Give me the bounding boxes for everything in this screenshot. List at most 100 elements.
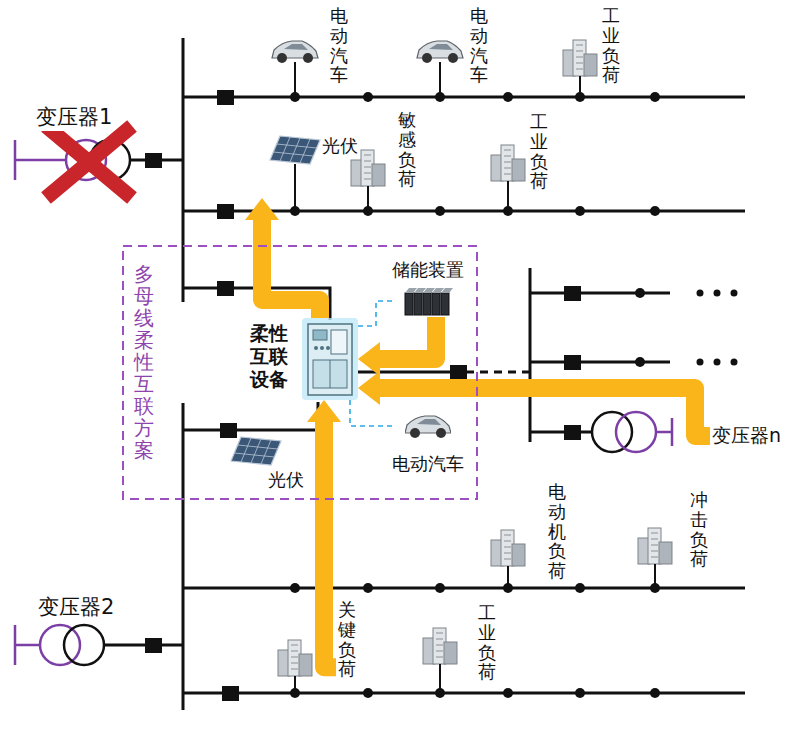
region-node: 多母线柔性互联方案 柔性互联设备 储能装置电动汽车光伏 — [122, 245, 478, 500]
bus-line — [104, 644, 183, 647]
bus-line — [183, 96, 745, 99]
device-label: 光伏 — [268, 468, 304, 492]
bus-line — [530, 292, 670, 295]
breaker — [217, 90, 234, 105]
node-dot — [435, 583, 445, 593]
pv-panel-icon — [270, 136, 320, 164]
device-label: 储能装置 — [392, 258, 464, 282]
building-icon — [491, 145, 525, 181]
storage-node: 储能装置 — [392, 258, 464, 317]
connector-line — [380, 388, 710, 436]
transformer-winding — [64, 625, 104, 665]
region-title: 多母线柔性互联方案 — [134, 263, 154, 461]
text-node: 变压器n — [712, 423, 781, 449]
bus-line — [654, 564, 656, 588]
node-dot — [363, 583, 373, 593]
transformer-label: 变压器1 — [36, 103, 112, 131]
car-icon — [405, 412, 451, 438]
breaker — [222, 686, 239, 701]
node-dot — [731, 290, 738, 297]
pv-panel-icon — [230, 436, 282, 466]
power-flow-arrow — [307, 400, 341, 667]
node-dot — [635, 357, 645, 367]
arrow-head — [307, 400, 341, 422]
bus-line — [182, 38, 185, 302]
bus-line — [367, 186, 369, 211]
device-node: 柔性互联设备 — [250, 318, 358, 400]
bus-line — [507, 566, 509, 588]
arrow-head — [358, 342, 380, 376]
pv-node: 光伏 — [230, 436, 304, 492]
fault-cross — [46, 126, 132, 198]
node-dot — [363, 92, 373, 102]
control-link — [358, 301, 392, 326]
vtext-node: 关键负荷 — [338, 600, 356, 679]
control-link — [350, 400, 392, 426]
node-dot — [731, 359, 738, 366]
arrow-head — [245, 198, 279, 220]
transformer-label: 光伏 — [322, 134, 358, 158]
node-dot — [714, 359, 721, 366]
node-dot — [575, 583, 585, 593]
connector-line — [358, 301, 392, 326]
arrow-head — [358, 371, 380, 405]
breaker — [564, 355, 581, 370]
bus-line — [183, 692, 745, 695]
bus-line — [294, 676, 296, 693]
car-icon — [417, 41, 463, 63]
converter-cabinet — [302, 318, 358, 400]
building-icon — [423, 628, 457, 664]
ev-node: 电动汽车 — [392, 412, 464, 476]
load-label: 关键负荷 — [338, 600, 356, 679]
pv-panel-icon — [231, 437, 281, 465]
building-icon — [638, 528, 672, 564]
bus-line — [183, 402, 318, 430]
bus-line — [579, 76, 581, 97]
load-label: 工业负荷 — [602, 6, 620, 85]
power-flow-arrow — [245, 198, 320, 318]
car-icon — [272, 41, 318, 63]
building-icon — [491, 530, 525, 566]
bus-line — [358, 371, 450, 374]
breaker — [145, 153, 162, 168]
load-label: 工业负荷 — [478, 603, 496, 682]
breaker — [220, 423, 237, 438]
fault-cross — [46, 126, 132, 198]
bus-line — [294, 62, 296, 97]
node-dot — [363, 688, 373, 698]
connector-line — [324, 422, 336, 667]
power-flow-arrow — [358, 371, 710, 436]
bus-line — [466, 371, 530, 374]
transformer-label: 变压器n — [712, 423, 781, 449]
load-label: 敏感负荷 — [398, 110, 416, 189]
transformer-winding — [592, 412, 632, 452]
breaker — [564, 286, 581, 301]
building-icon — [278, 640, 312, 676]
breaker — [450, 365, 467, 380]
connector-line — [350, 400, 392, 426]
node-dot — [697, 290, 704, 297]
node-dot — [575, 206, 585, 216]
transformer-winding — [40, 625, 80, 665]
load-label: 冲击负荷 — [690, 490, 708, 569]
bus-line — [294, 164, 296, 211]
bus-line — [182, 403, 185, 710]
source-line — [656, 431, 672, 434]
transformer-label: 变压器2 — [38, 593, 114, 621]
transformer-winding — [616, 412, 656, 452]
bus-line — [439, 62, 441, 97]
load-label: 工业负荷 — [530, 112, 548, 191]
device-label: 电动汽车 — [392, 452, 464, 476]
node-dot — [503, 92, 513, 102]
source-line — [15, 159, 66, 162]
breaker — [217, 281, 234, 296]
load-label: 电动机负荷 — [548, 482, 566, 581]
car-icon — [405, 416, 451, 438]
node-dot — [697, 359, 704, 366]
node-dot — [650, 688, 660, 698]
bus-line — [183, 587, 745, 590]
node-dot — [575, 688, 585, 698]
battery-icon — [403, 285, 453, 317]
source-line — [15, 644, 40, 647]
